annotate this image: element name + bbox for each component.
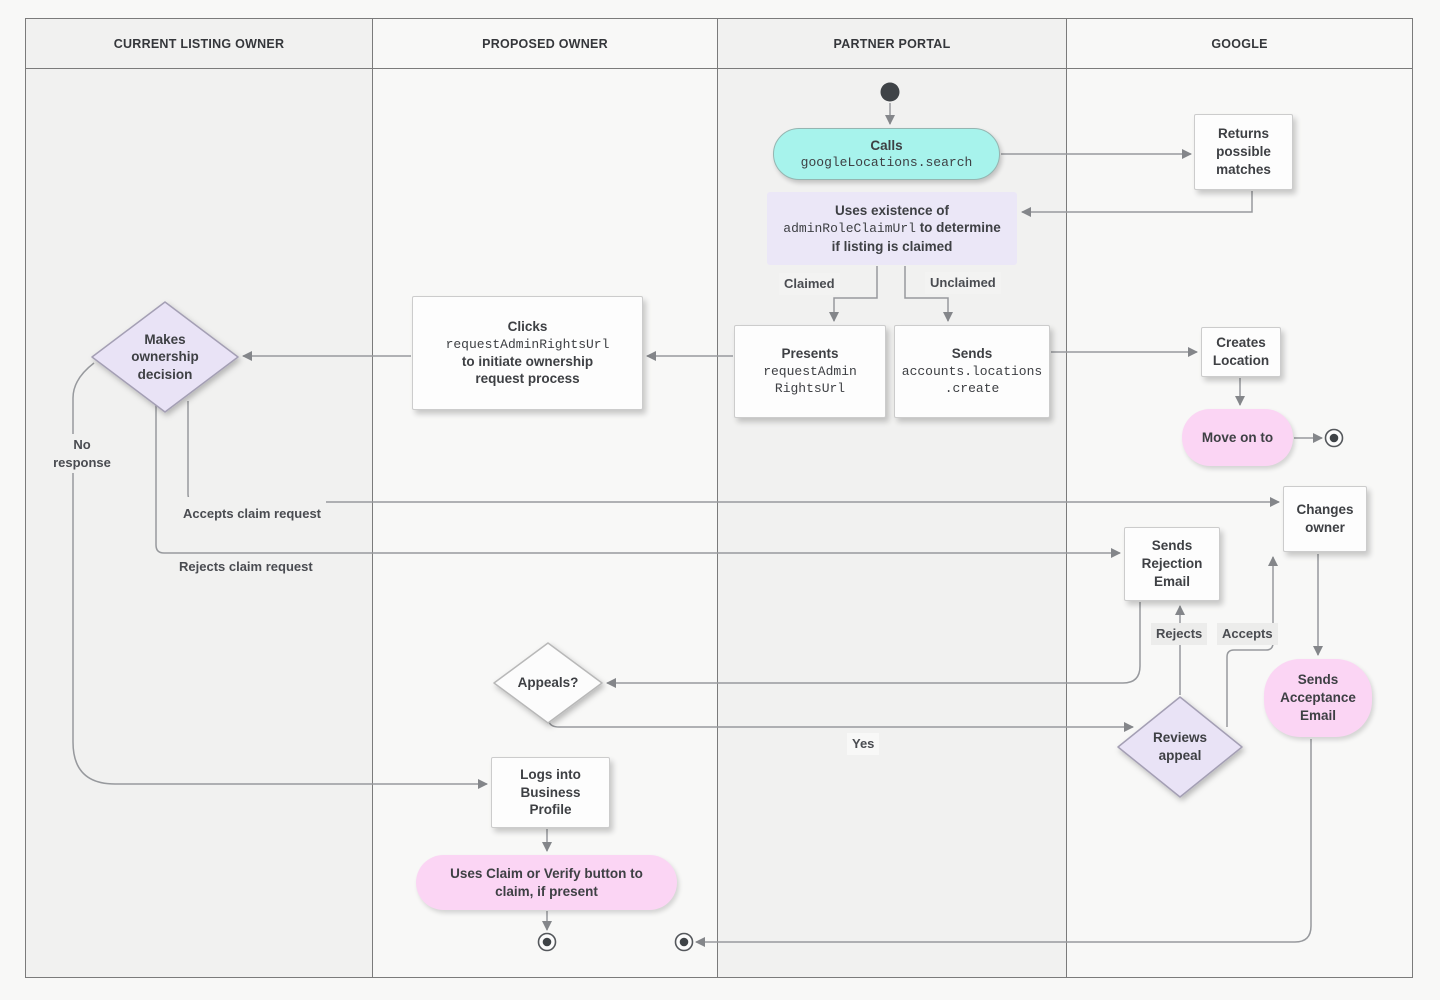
changes-owner-node: Changes owner xyxy=(1283,486,1367,552)
appeals-label: Appeals? xyxy=(517,675,579,691)
edge-label-rejects: Rejects xyxy=(1151,623,1208,645)
sends-accounts-locations-create-node: Sends accounts.locations​.create xyxy=(894,325,1050,418)
end-circle-partner-portal xyxy=(674,932,694,952)
lane-header-current-listing-owner: CURRENT LISTING OWNER xyxy=(26,19,372,69)
end-circle-google xyxy=(1324,428,1344,448)
clicks-post: to initiate ownership request process xyxy=(461,353,594,387)
clicks-request-admin-rights-url-node: Clicks requestAdminRightsUrl to initiate… xyxy=(412,296,643,410)
sends-create-code: accounts.locations​.create xyxy=(901,364,1043,397)
returns-possible-matches-node: Returns possible matches xyxy=(1194,114,1293,190)
edge-label-rejects-claim-request: Rejects claim request xyxy=(174,556,318,578)
edge-acceptance-to-end xyxy=(695,739,1312,947)
appeals-diamond xyxy=(493,642,603,724)
sends-acceptance-email-node: Sends Acceptance Email xyxy=(1264,659,1372,737)
edge-returns-to-uses-existence xyxy=(1021,191,1253,217)
start-circle xyxy=(880,82,900,102)
move-on-to-node: Move on to xyxy=(1182,409,1293,466)
lane-header-google: GOOGLE xyxy=(1067,19,1412,69)
calls-title: Calls xyxy=(870,137,903,153)
reviews-appeal-diamond xyxy=(1117,696,1243,798)
logs-into-business-profile-node: Logs into Business Profile xyxy=(491,757,610,828)
sends-rejection-email-node: Sends Rejection Email xyxy=(1124,527,1220,601)
uses-existence-node: Uses existence of adminRoleClaimUrl to d… xyxy=(767,192,1017,265)
lane-header-proposed-owner: PROPOSED OWNER xyxy=(373,19,717,69)
edge-label-claimed: Claimed xyxy=(779,273,840,295)
sends-create-title: Sends xyxy=(951,346,993,362)
presents-title: Presents xyxy=(781,346,839,362)
makes-ownership-decision-label: Makes ownership decision xyxy=(131,331,199,382)
presents-request-admin-rights-url-node: Presents requestAdmin​RightsUrl xyxy=(734,325,886,418)
edge-appeals-yes-to-reviews xyxy=(548,721,1134,732)
makes-ownership-decision-diamond xyxy=(91,301,239,413)
clicks-code: requestAdminRightsUrl xyxy=(445,336,610,352)
uses-claim-or-verify-node: Uses Claim or Verify button to claim, if… xyxy=(416,855,677,910)
edge-uses-to-presents-claimed xyxy=(829,266,878,322)
lane-header-partner-portal: PARTNER PORTAL xyxy=(718,19,1066,69)
edge-uses-to-sends-unclaimed xyxy=(904,266,953,322)
creates-location-node: Creates Location xyxy=(1201,327,1281,377)
edge-rejection-to-appeals xyxy=(606,602,1141,688)
presents-code: requestAdmin​RightsUrl xyxy=(763,364,857,397)
edge-label-unclaimed: Unclaimed xyxy=(925,272,1001,294)
uses-existence-code: adminRoleClaimUrl xyxy=(783,221,916,237)
edge-label-no-response: No response xyxy=(42,434,122,474)
reviews-appeal-label: Reviews appeal xyxy=(1152,730,1208,763)
uses-existence-pre: Uses existence of xyxy=(834,202,950,218)
calls-code: googleLocations.search xyxy=(800,155,973,171)
edge-rejects-claim-request xyxy=(155,405,1121,558)
calls-google-locations-search-node: Calls googleLocations.search xyxy=(773,128,1000,180)
end-circle-proposed-owner xyxy=(537,932,557,952)
uses-existence-post: to determine if listing is claimed xyxy=(831,220,1001,254)
edge-reviews-accepts-to-changes xyxy=(1226,556,1278,727)
edge-no-response xyxy=(72,362,488,789)
edge-label-yes: Yes xyxy=(847,733,880,755)
edge-label-accepts: Accepts xyxy=(1217,623,1278,645)
clicks-pre: Clicks xyxy=(507,318,548,334)
edge-label-accepts-claim-request: Accepts claim request xyxy=(178,497,327,525)
